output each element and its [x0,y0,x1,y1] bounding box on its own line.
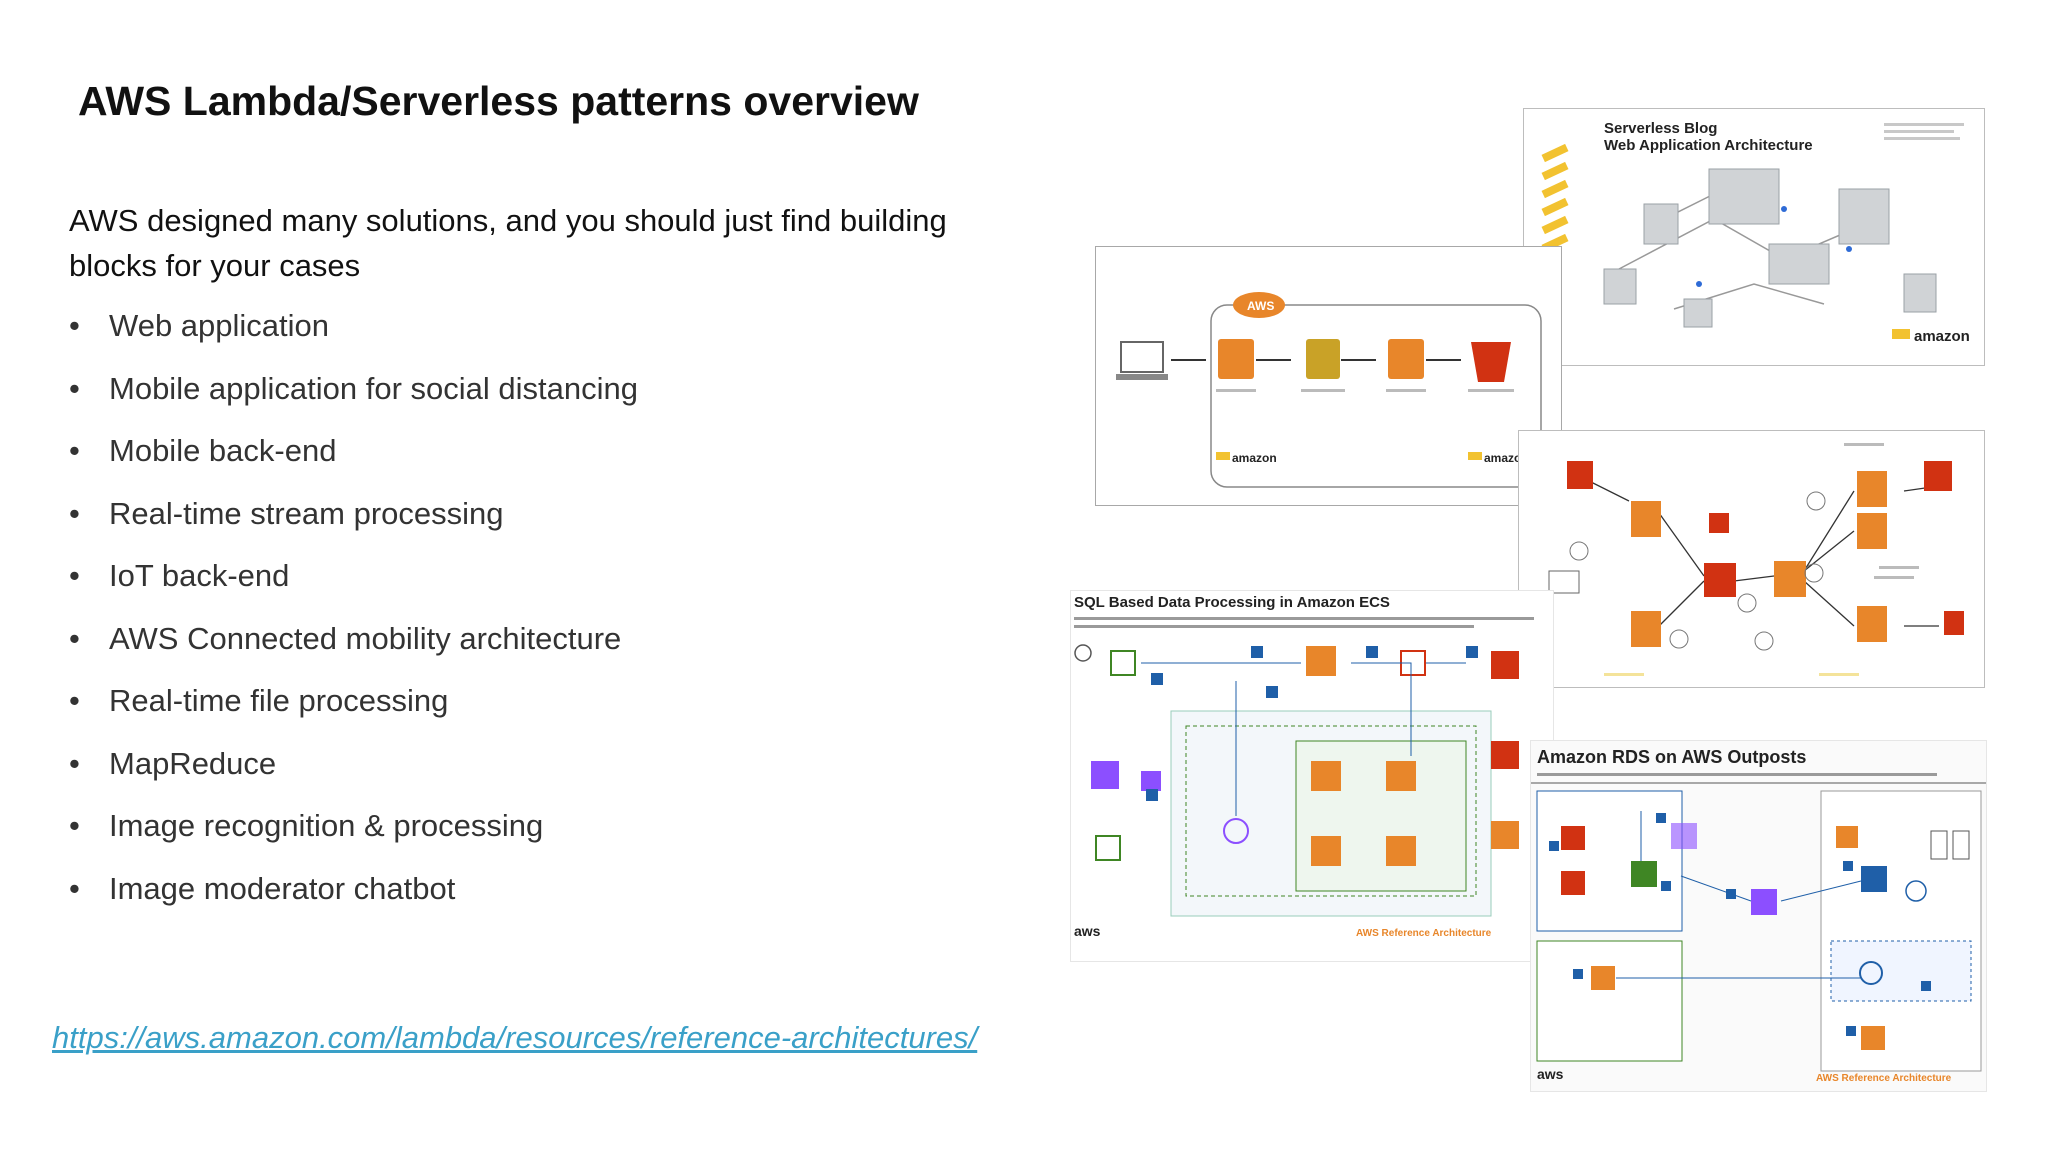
reference-architectures-link[interactable]: https://aws.amazon.com/lambda/resources/… [52,1020,978,1055]
pattern-item: Mobile back-end [69,431,638,494]
ecs-footer-brand: aws [1074,923,1101,939]
aws-cloud-label: AWS [1247,299,1274,313]
aws-web-architecture-diagram: AWS amazon amazon [1095,246,1562,506]
pattern-list: Web application Mobile application for s… [69,306,638,931]
aws-web-brand-right: amazon [1484,451,1529,465]
pattern-item: Real-time stream processing [69,494,638,557]
rds-outposts-diagram: Amazon RDS on AWS Outposts aws AWS Refer… [1530,740,1987,1092]
rds-footer-note: AWS Reference Architecture [1816,1073,1952,1084]
blog-brand: amazon [1914,328,1970,345]
pattern-item: MapReduce [69,744,638,807]
pattern-item: IoT back-end [69,556,638,619]
slide-title: AWS Lambda/Serverless patterns overview [78,78,919,124]
pattern-item: Real-time file processing [69,681,638,744]
ecs-title: SQL Based Data Processing in Amazon ECS [1074,594,1390,611]
blog-title-2: Web Application Architecture [1604,137,1813,154]
pattern-item: Web application [69,306,638,369]
rds-footer-brand: aws [1537,1066,1564,1082]
pattern-item: Mobile application for social distancing [69,369,638,432]
ecs-data-processing-diagram: SQL Based Data Processing in Amazon ECS … [1070,590,1554,962]
pattern-item: AWS Connected mobility architecture [69,619,638,682]
aws-web-brand-left: amazon [1232,451,1277,465]
ecs-footer-note: AWS Reference Architecture [1356,928,1492,939]
serverless-blog-diagram: Serverless Blog Web Application Architec… [1523,108,1985,366]
rds-title: Amazon RDS on AWS Outposts [1537,747,1806,767]
mapreduce-diagram [1518,430,1985,688]
pattern-item: Image moderator chatbot [69,869,638,932]
lead-text: AWS designed many solutions, and you sho… [69,203,947,283]
blog-title-1: Serverless Blog [1604,120,1717,137]
pattern-item: Image recognition & processing [69,806,638,869]
